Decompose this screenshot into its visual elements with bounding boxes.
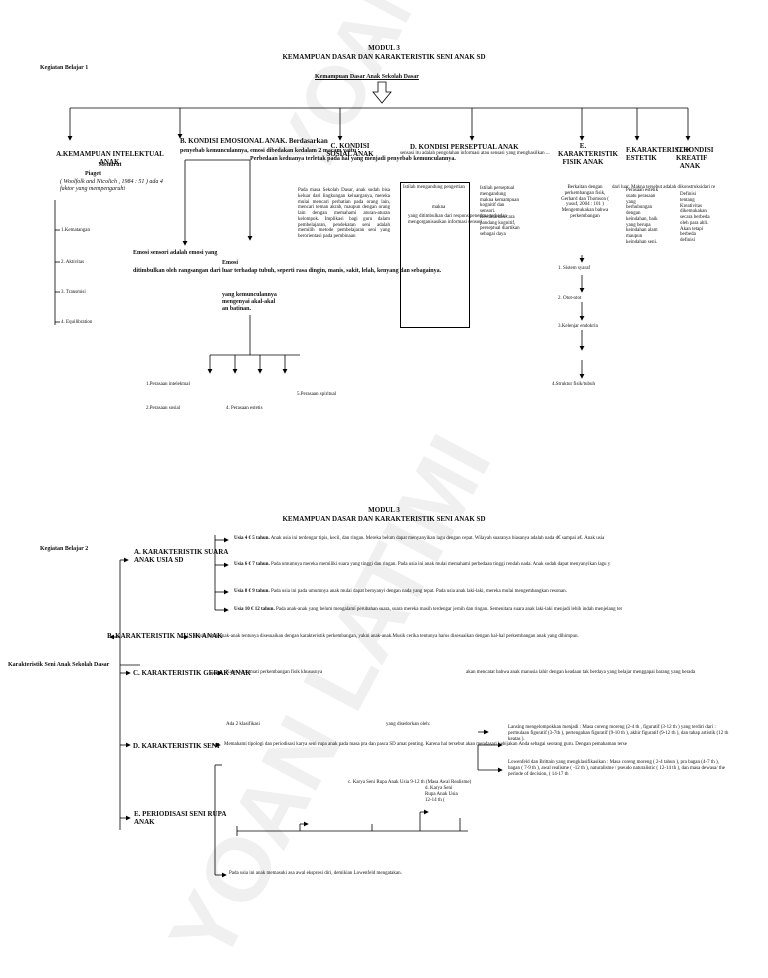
a-item-1: 1.Kematangan xyxy=(61,228,91,233)
b-emosi-sensori: Emosi sensori adalah emosi yang xyxy=(133,250,218,256)
g-text: Definisi tentang Kreativitas dikemukakan… xyxy=(680,192,710,243)
d-lead: sensasi itu adalah pengolahan informasi … xyxy=(400,151,550,156)
f-text: Perasaan estetik suatu perasaan yang ber… xyxy=(626,188,659,245)
a-menurut: Menurut xyxy=(98,162,122,168)
b-emosi-psikis: Emosi xyxy=(222,260,239,266)
c-text: Pada masa Sekolah Dasar, anak sudah bisa… xyxy=(298,188,390,239)
p2-e-d: d. Karya Seni Rupa Anak Usia 12-14 th ( xyxy=(425,786,458,803)
page1-module: MODUL 3 xyxy=(368,44,400,52)
c-title: C. KONDISI SOSIAL ANAK xyxy=(326,142,374,159)
a-piaget: Piaget xyxy=(85,171,101,177)
f-title: F.KARAKTERISTIK ESTETIK xyxy=(626,146,692,163)
d-definition-box xyxy=(400,182,470,328)
a-item-3: 3. Transmisi xyxy=(61,290,86,295)
b-title: B. KONDISI EMOSIONAL ANAK. Berdasarkan xyxy=(180,137,328,145)
page1-title: KEMAMPUAN DASAR DAN KARAKTERISTIK SENI A… xyxy=(282,53,486,61)
p2-d-text: Memahami tipologi dan periodisasi karya … xyxy=(224,742,627,747)
d-title: D. KONDISI PERSEPTUAL ANAK xyxy=(410,143,519,151)
d-column-text: Istilah perseptual mengandung makna kema… xyxy=(480,186,520,237)
p2-e-klas-2: yang disedorkan oleh: xyxy=(386,722,431,727)
diagram-lines xyxy=(54,81,691,878)
b-emosi-psikis-desc: yang kemunculannya mengenyai akal-akal a… xyxy=(222,292,277,312)
f-side-text: dari luar. Makna tersebut adalah dikonst… xyxy=(612,185,716,190)
p2-e-bottom: Pada usia ini anak memasuki asa awal eks… xyxy=(229,871,402,876)
d-box-3: yang ditimbulkan dari respons penerima t… xyxy=(408,214,507,219)
d-sub: Perbedaan keduanya terletak pada hal yan… xyxy=(250,156,456,162)
p2-c-title: C. KARAKTERISTIK GERAK ANAK xyxy=(133,669,251,677)
d-box-2: makna xyxy=(432,205,446,210)
e-item-3: 3.Kelenjar endokrin xyxy=(558,324,598,329)
p2-e-c: c. Karya Seni Rupa Anak Usia 9-12 th (Ma… xyxy=(348,780,472,785)
b-item-1: 1.Perasaan intelektual xyxy=(146,382,190,387)
p2-a-item-1: Usia 4 € 5 tahun. Anak usia ini terdenga… xyxy=(234,536,605,541)
p2-d-title: D. KARAKTERISTIK SENI xyxy=(133,742,220,750)
page2-title: KEMAMPUAN DASAR DAN KARAKTERISTIK SENI A… xyxy=(282,515,486,523)
p2-e-klas: Ada 2 klasifikasi xyxy=(226,722,260,727)
b-item-2: 2.Perasaan sosial xyxy=(146,406,181,411)
page2-kegiatan: Kegiatan Belajar 2 xyxy=(40,546,89,552)
e-text: Berkaitan dengan perkembangan fisik, Ger… xyxy=(561,185,609,219)
p2-c-text: Kalau kita amati perkembangan fisik khus… xyxy=(226,670,323,675)
page1-root-label: Kemampuan Dasar Anak Sekolah Dasar xyxy=(315,74,419,80)
a-item-4: 4. Equilibration xyxy=(61,320,93,325)
page2-module: MODUL 3 xyxy=(368,506,400,514)
a-cite: ( Woolfolk and Nicolich , 1984 : 51 ) ad… xyxy=(60,179,163,192)
d-box-4: mengorganisasikan informasi sensori xyxy=(408,220,483,225)
page1-kegiatan: Kegiatan Belajar 1 xyxy=(40,65,89,71)
p2-a-title: A. KARAKTERISTIK SUARA ANAK USIA SD xyxy=(134,548,228,565)
e-title: E. KARAKTERISTIK FISIK ANAK xyxy=(558,142,618,167)
a-title: A.KEMAMPUAN INTELEKTUAL ANAK. xyxy=(56,150,164,167)
a-item-2: 2. Aktivitas xyxy=(61,260,85,265)
e-item-1: 1. Sistem syaraf xyxy=(558,266,591,271)
d-box-1: Istilah mengandung pengertian xyxy=(403,185,465,190)
p2-e-lowenfeld: Lowenfeld dan Brittain yang mengklasifik… xyxy=(508,760,726,777)
p2-e-title: E. PERIODISASI SENI RUPA ANAK xyxy=(134,810,227,827)
b-item-4: 4. Perasaan estetis xyxy=(226,406,263,411)
p2-a-item-2: Usia 6 € 7 tahun. Pada umumnya mereka me… xyxy=(234,562,611,567)
p2-a-item-4: Usia 10 € 12 tahun. Pada anak-anak yang … xyxy=(234,607,623,612)
p2-b-title: B. KARAKTERISTIK MUSIK ANAK xyxy=(107,632,223,640)
p2-b-text: Musik untuk anak-anak tentunya disesuaik… xyxy=(193,634,579,639)
b-item-5: 5.Perasaan spiritual xyxy=(297,392,337,397)
g-title: G.KONDISI KREATIF ANAK xyxy=(676,146,714,171)
b-text: penyebab kemunculannya, emosi dibedakan … xyxy=(180,148,360,154)
p2-a-item-3: Usia 8 € 9 tahun. Pada usia ini pada umu… xyxy=(234,589,567,594)
e-item-2: 2. Otot-otot xyxy=(558,296,582,301)
page2-left-root: Karakteristik Seni Anak Sekolah Dasar xyxy=(8,662,110,668)
p2-c-text-2: akan mencatat bahwa anak manusia lahir d… xyxy=(466,670,696,675)
p2-e-lansing: Lansing mengelompokkan menjadi : Masa co… xyxy=(508,725,729,742)
b-emosi-sensori-desc: ditimbulkan oleh rangsangan dari luar te… xyxy=(133,268,442,274)
e-item-4: 4.Struktur fisik/tubuh xyxy=(552,382,596,387)
